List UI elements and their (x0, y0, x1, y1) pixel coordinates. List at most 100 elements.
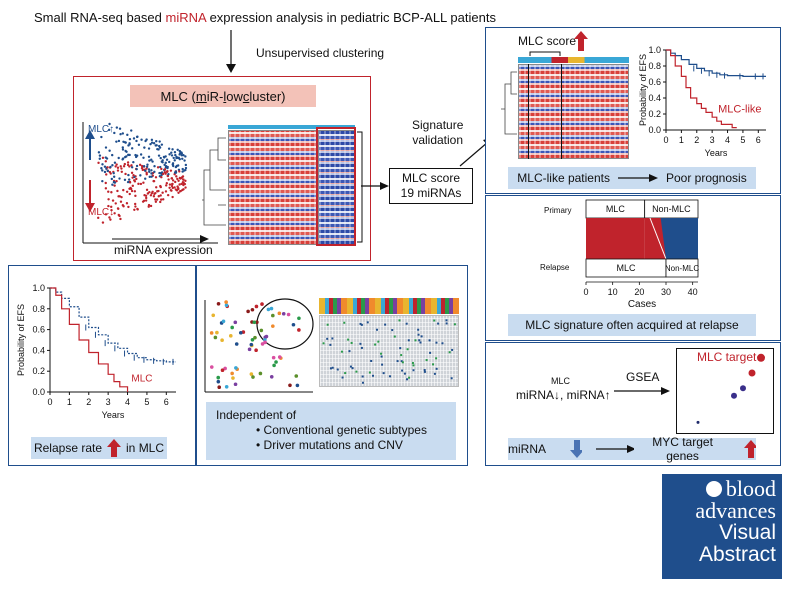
x-tick-label: 10 (608, 287, 618, 297)
y-tick-label: 0.0 (32, 387, 45, 397)
mlc-scatter-point (178, 189, 182, 193)
mlc-scatter-point (182, 188, 185, 191)
mlc-down-label: MLC↓ (88, 207, 115, 218)
subtype-point (271, 324, 275, 328)
mutation-mark (396, 360, 399, 363)
mlc-scatter-point (104, 156, 107, 159)
mlc-scatter-point (183, 182, 187, 186)
mlc-scatter-point (142, 181, 145, 184)
mlc-scatter-point (139, 153, 143, 156)
mutation-mark (329, 343, 332, 346)
subtype-point (286, 312, 291, 317)
mlc-scatter-point (134, 194, 137, 198)
subtype-point (230, 371, 234, 376)
x-tick-label: 1 (679, 135, 684, 145)
mlc-scatter-point (160, 176, 163, 179)
subtype-point (260, 302, 264, 306)
blood-advances-logo: blood advances Visual Abstract (662, 474, 782, 579)
mlc-scatter-point (109, 172, 112, 175)
mlc-scatter-point (130, 166, 134, 169)
mutation-mark (331, 337, 334, 340)
mlc-scatter-point (158, 171, 161, 175)
mlc-scatter-point (113, 184, 116, 187)
subtype-point (247, 347, 252, 352)
mlc-scatter-point (164, 184, 168, 187)
score-bracket (529, 51, 561, 56)
mlc-scatter-point (115, 140, 118, 143)
mlc-scatter-point (175, 189, 179, 192)
mlc-scatter-point (118, 214, 121, 218)
mlc-scatter-point (167, 178, 170, 181)
mlc-scatter-point (155, 186, 158, 189)
mlc-scatter-point (148, 175, 151, 179)
mlc-scatter-point (115, 126, 119, 129)
subtype-point (254, 348, 258, 353)
mlc-scatter-point (177, 179, 180, 182)
mlc-scatter-point (157, 144, 161, 148)
independent-title: Independent of (216, 408, 297, 422)
mlc-scatter-point (100, 167, 103, 170)
mutation-mark (391, 329, 394, 332)
mlc-scatter-point (115, 163, 118, 166)
mlc-scatter-point (117, 139, 121, 143)
independence-box: Independent of • Conventional genetic su… (206, 402, 456, 460)
mlc-scatter-point (140, 138, 143, 141)
subtype-point (238, 330, 243, 335)
mlc-scatter-point (139, 174, 142, 177)
mutation-mark (412, 369, 415, 372)
mlc-scatter-point (154, 200, 158, 203)
mlc-scatter-point (126, 161, 130, 164)
y-tick-label: 0.2 (648, 109, 661, 119)
mlc-scatter-point (108, 149, 111, 152)
mlc-scatter-point (122, 188, 125, 192)
mutation-mark (381, 363, 384, 366)
subtype-point (228, 334, 233, 338)
mlc-scatter-point (133, 190, 137, 193)
banner-u1: m (195, 88, 207, 104)
mlc-scatter-point (166, 193, 170, 197)
relapse-label: Relapse (540, 263, 570, 272)
mutation-mark (377, 340, 380, 343)
mlc-scatter-point (151, 160, 154, 163)
mlc-scatter-point (160, 160, 163, 163)
mlc-scatter-point (128, 192, 131, 196)
label-primary-mlc: MLC (606, 204, 626, 214)
mlc-scatter-point (144, 169, 147, 172)
mlc-scatter-point (166, 170, 169, 173)
mutation-mark (329, 367, 332, 370)
mutation-mark (412, 364, 415, 367)
mlc-scatter-point (120, 170, 123, 173)
mutation-mark (435, 341, 438, 344)
subtype-point (274, 360, 278, 364)
mlc-scatter-point (107, 128, 111, 132)
mlc-scatter-point (161, 172, 165, 176)
mutation-mark (382, 372, 385, 375)
mlc-scatter-point (143, 146, 146, 149)
mlc-scatter-point (159, 156, 162, 160)
mutation-mark (361, 381, 364, 384)
mlc-scatter-point (182, 178, 185, 181)
subtype-point (250, 307, 255, 312)
mlc-scatter-point (128, 181, 132, 184)
mlc-scatter-point (183, 159, 186, 162)
subtype-point (223, 366, 227, 371)
mutation-mark (420, 335, 423, 338)
logo-line2: advances (695, 498, 776, 523)
mlc-scatter-point (178, 183, 181, 186)
mlc-scatter-point (155, 139, 158, 143)
y-tick-label: 0.6 (648, 77, 661, 87)
y-tick-label: 1.0 (32, 283, 45, 293)
mutation-markers (322, 319, 456, 384)
mlc-scatter-point (121, 146, 124, 149)
mlc-scatter-point (101, 179, 104, 183)
logo-line4: Abstract (698, 543, 776, 566)
mlc-scatter-point (159, 165, 162, 169)
mlc-scatter-point (160, 167, 163, 171)
mlc-scatter-point (147, 155, 151, 158)
mlc-scatter-point (146, 192, 150, 195)
x-tick-label: 4 (125, 397, 130, 407)
caption-relapse-rate: Relapse rate (33, 441, 103, 455)
mlc-scatter-point (169, 169, 173, 172)
